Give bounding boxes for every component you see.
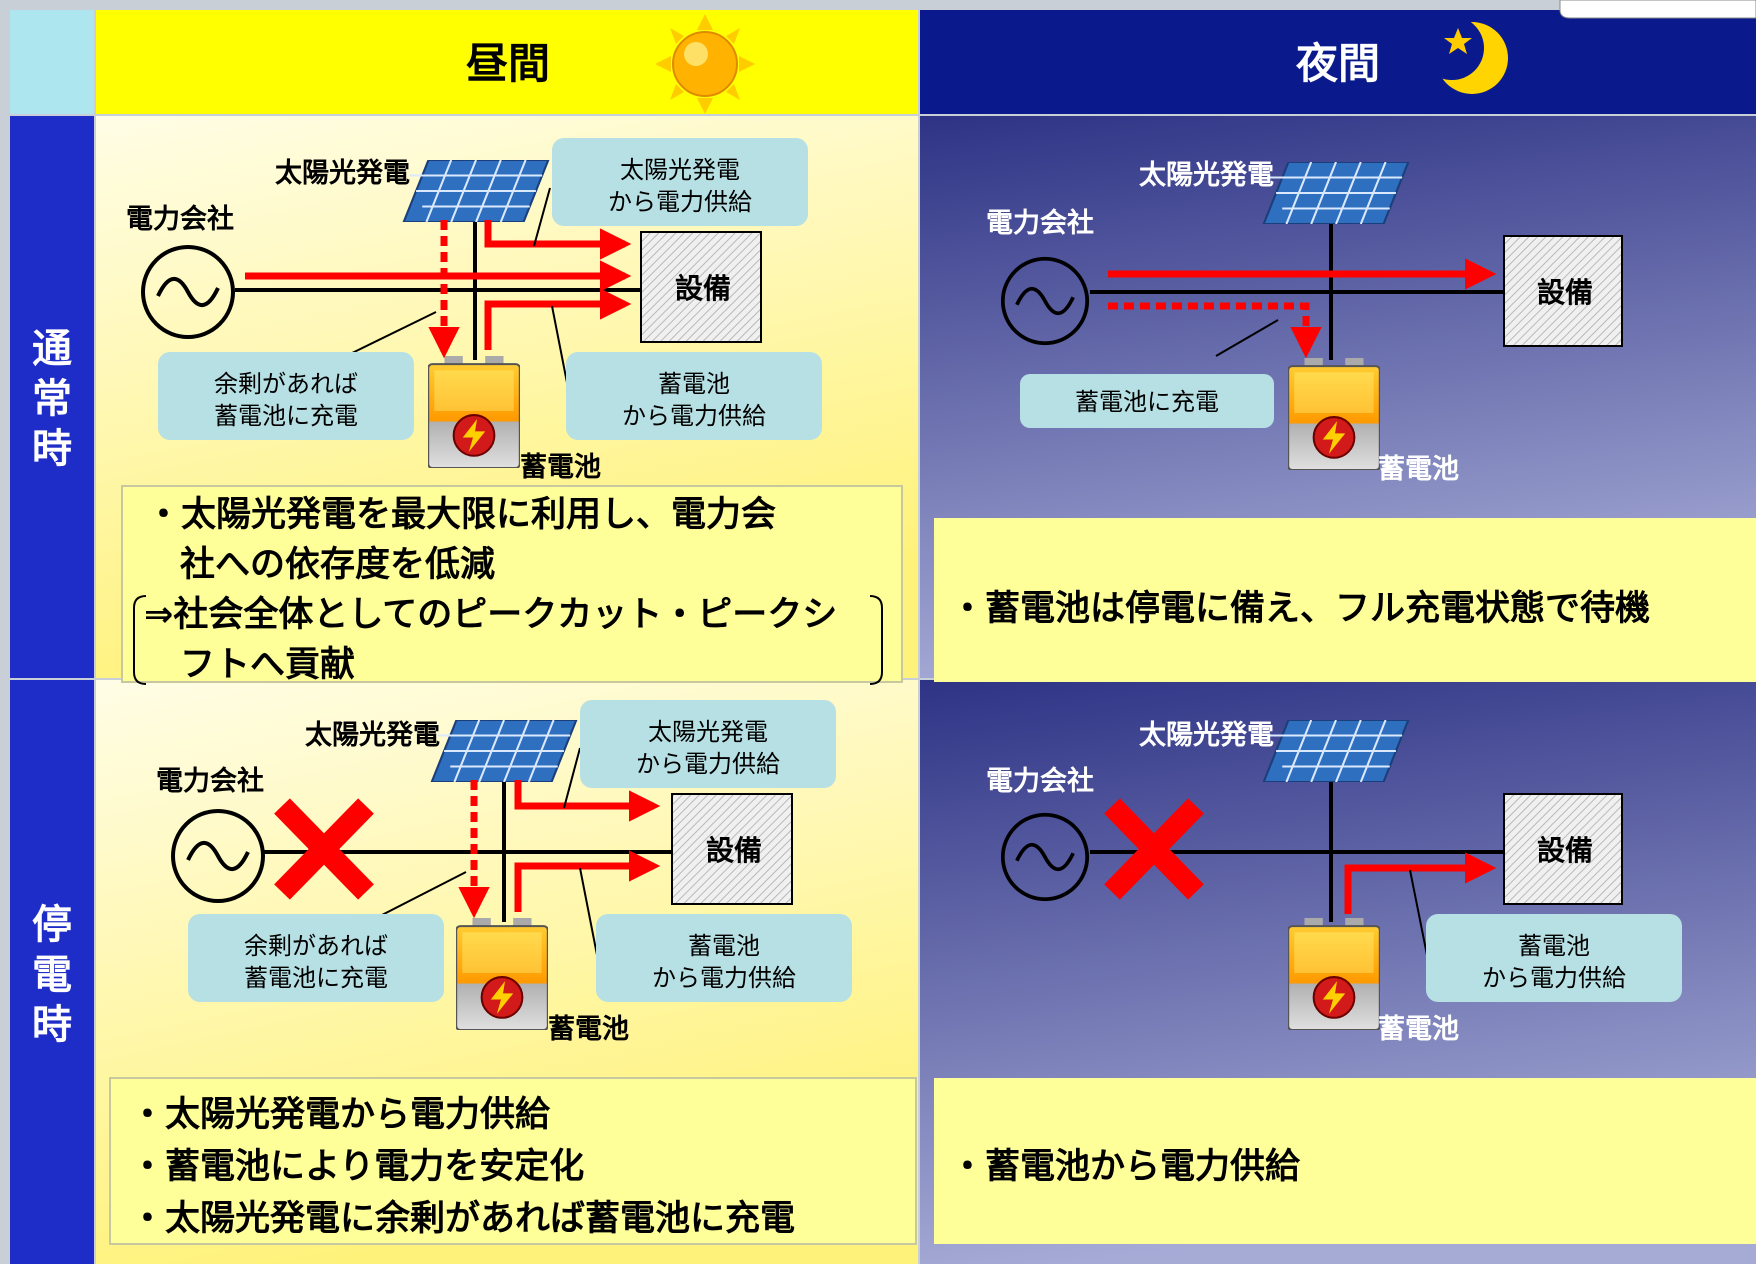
bracket-left	[133, 595, 147, 685]
utility-label: 電力会社	[986, 765, 1094, 797]
battery-icon	[456, 918, 548, 1030]
battery-supply-line2: から電力供給	[652, 964, 796, 992]
equipment-label: 設備	[675, 272, 731, 305]
battery-label: 蓄電池	[520, 452, 601, 483]
surplus-charge-callout	[188, 914, 444, 1002]
outage-row-label-bg	[10, 680, 94, 1264]
normal-row-char-2: 常	[32, 376, 72, 422]
battery-supply-line2: から電力供給	[1482, 964, 1626, 992]
equipment-label: 設備	[1537, 834, 1593, 867]
battery-icon	[1288, 358, 1380, 470]
outage-row-char-1: 停	[32, 902, 72, 948]
day-normal-note-line2: 社への依存度を低減	[180, 545, 495, 585]
night-outage-note: ・蓄電池から電力供給	[950, 1147, 1301, 1187]
solar-panel-icon	[430, 720, 578, 782]
outage-x-icon	[1104, 798, 1204, 900]
surplus-charge-line2: 蓄電池に充電	[244, 964, 388, 992]
solar-label: 太陽光発電	[305, 720, 440, 751]
solar-panel-icon	[1262, 720, 1410, 782]
day-header-label: 昼間	[466, 39, 550, 88]
outage-x-icon	[274, 798, 374, 900]
bracket-right	[869, 595, 883, 685]
battery-to-equipment-arrow	[1344, 852, 1497, 914]
battery-icon	[1288, 918, 1380, 1030]
solar-to-equipment-arrow	[484, 220, 632, 260]
solar-supply-line2: から電力供給	[608, 188, 752, 216]
solar-supply-line1: 太陽光発電	[620, 156, 740, 184]
outage-row-char-3: 時	[32, 1002, 72, 1048]
day-normal-note-box	[121, 485, 903, 683]
day-header	[96, 10, 918, 114]
day-normal-note-line1: ・太陽光発電を最大限に利用し、電力会	[146, 495, 776, 535]
surplus-charge-line1: 余剰があれば	[244, 932, 388, 960]
surplus-charge-line1: 余剰があれば	[214, 370, 358, 398]
battery-supply-callout	[566, 352, 822, 440]
solar-label: 太陽光発電	[275, 158, 410, 189]
day-outage-note-line2: ・蓄電池により電力を安定化	[130, 1147, 584, 1187]
night-normal-note: ・蓄電池は停電に備え、フル充電状態で待機	[950, 589, 1650, 629]
day-outage-note-line1: ・太陽光発電から電力供給	[130, 1095, 551, 1135]
solar-to-equipment-arrow	[514, 780, 661, 822]
outage-row-char-2: 電	[32, 952, 72, 998]
equipment-box	[1503, 235, 1623, 347]
battery-supply-line1: 蓄電池	[688, 932, 760, 960]
equipment-box	[1503, 793, 1623, 905]
equipment-label: 設備	[706, 834, 762, 867]
solar-supply-line2: から電力供給	[636, 750, 780, 778]
sun-icon	[655, 14, 755, 114]
day-outage-note-line3: ・太陽光発電に余剰があれば蓄電池に充電	[130, 1198, 795, 1239]
battery-charge-text: 蓄電池に充電	[1075, 388, 1219, 416]
battery-icon	[428, 356, 520, 468]
normal-row-label-bg	[10, 116, 94, 678]
night-normal-diagram: 太陽光発電 電力会社 設備 蓄電池 蓄電池に充電	[986, 160, 1623, 485]
utility-label: 電力会社	[986, 207, 1094, 239]
normal-row-char-1: 通	[32, 326, 72, 372]
night-outage-diagram: 太陽光発電 電力会社 設備 蓄電池 蓄電池 から電力供給	[986, 720, 1682, 1045]
day-normal-diagram: 太陽光発電 電力会社 設備 蓄電池 太陽光発電 から電力供給 余剰があれば 蓄電…	[126, 138, 822, 483]
solar-panel-icon	[1262, 162, 1410, 224]
equipment-box	[671, 793, 793, 905]
night-outage-note-box	[934, 1078, 1756, 1244]
corner-cell	[10, 10, 94, 114]
utility-label: 電力会社	[126, 203, 234, 235]
corner-tab	[1559, 0, 1756, 19]
surplus-charge-callout	[158, 352, 414, 440]
battery-supply-callout	[1426, 914, 1682, 1002]
night-header	[920, 10, 1756, 114]
solar-supply-callout	[580, 700, 836, 788]
battery-to-equipment-arrow	[514, 850, 661, 912]
equipment-label: 設備	[1537, 276, 1593, 309]
day-outage-diagram: 太陽光発電 電力会社 設備 蓄電池 太陽光発電 から電力供給 余剰があれば 蓄電…	[156, 700, 852, 1045]
moon-icon	[1420, 16, 1508, 94]
solar-label: 太陽光発電	[1139, 720, 1274, 751]
battery-to-equipment-arrow	[484, 288, 632, 350]
solar-panel-icon	[402, 160, 550, 222]
utility-label: 電力会社	[156, 765, 264, 797]
battery-charge-callout	[1020, 374, 1274, 428]
day-normal-note-line4: フトへ貢献	[180, 645, 355, 685]
battery-label: 蓄電池	[1378, 1014, 1459, 1045]
day-normal-note-line3: ⇒社会全体としてのピークカット・ピークシ	[144, 594, 837, 635]
solar-label: 太陽光発電	[1139, 160, 1274, 191]
battery-supply-line1: 蓄電池	[1518, 932, 1590, 960]
battery-supply-line2: から電力供給	[622, 402, 766, 430]
battery-supply-line1: 蓄電池	[658, 370, 730, 398]
battery-label: 蓄電池	[1378, 454, 1459, 485]
battery-supply-callout	[596, 914, 852, 1002]
utility-charge-arrow	[1108, 302, 1322, 359]
equipment-box	[640, 231, 762, 343]
normal-row-char-3: 時	[32, 426, 72, 472]
night-normal-note-box	[934, 518, 1756, 682]
battery-label: 蓄電池	[548, 1014, 629, 1045]
day-outage-note-box	[109, 1077, 917, 1245]
solar-supply-callout	[552, 138, 808, 226]
solar-supply-line1: 太陽光発電	[648, 718, 768, 746]
surplus-charge-line2: 蓄電池に充電	[214, 402, 358, 430]
night-header-label: 夜間	[1295, 39, 1380, 88]
